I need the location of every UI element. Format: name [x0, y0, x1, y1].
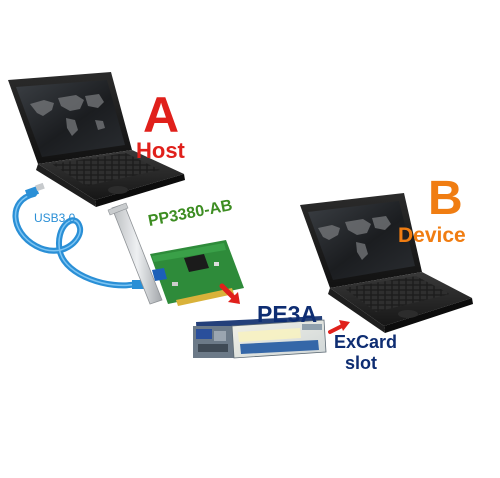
device-label: Device [398, 224, 466, 247]
laptop-host-icon [8, 72, 185, 207]
expresscard-label: PE3A [257, 301, 318, 327]
usb-plug-icon [24, 182, 45, 198]
expresscard-adapter-icon [193, 316, 327, 359]
slot-label-line1: ExCard [334, 332, 398, 352]
host-label: Host [136, 138, 185, 163]
arrow-right-icon [328, 320, 350, 334]
device-letter: B [428, 172, 463, 225]
arrow-down-icon [219, 283, 240, 304]
host-letter: A [143, 87, 180, 143]
usb-cable-label: USB3.0 [34, 211, 76, 225]
laptop-device-icon [300, 193, 473, 333]
usb-cable-icon [12, 191, 139, 289]
slot-label-line2: slot [345, 353, 378, 373]
